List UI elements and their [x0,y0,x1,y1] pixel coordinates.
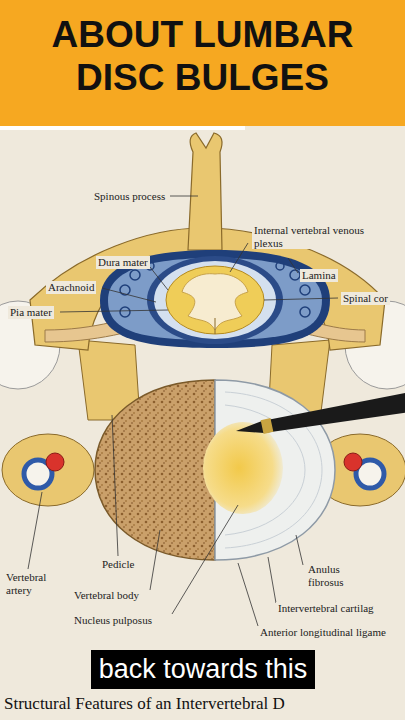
leader-line [264,298,338,300]
leader-line [230,243,248,272]
leader-line [102,288,156,302]
part-label: Arachnoid [46,281,96,294]
part-label: Pia mater [8,306,54,319]
leader-line [268,557,276,603]
nucleus-pulposus [203,422,283,514]
part-label: Nucleus pulposus [72,614,154,627]
dura-sac [147,256,283,344]
part-label: Spinal cor [341,292,390,305]
subtitle-text: back towards this [99,654,308,685]
part-label: Internal vertebral venous plexus [252,224,378,249]
part-label: Lamina [300,269,338,282]
leader-line [172,505,238,614]
median-fissure [215,318,216,334]
part-label: Dura mater [96,256,150,269]
part-label: Anulus fibrosus [306,563,372,588]
title: ABOUT LUMBAR DISC BULGES [20,14,385,99]
leader-line [170,196,198,197]
spinal-cord [166,266,264,334]
part-label: Pedicle [100,558,136,571]
leader-line [296,535,303,565]
pen-ring [261,418,274,434]
pen [236,392,405,433]
part-label: Vertebral artery [4,571,70,596]
leader-line [150,530,160,590]
part-label: Anterior longitudinal ligame [258,626,388,639]
part-label: Spinous process [92,190,167,203]
leader-line [238,563,258,626]
transverse-process [2,434,94,506]
caption: Structural Features of an Intervertebral… [4,694,285,714]
part-label: Vertebral body [72,589,141,602]
leader-line [60,310,168,312]
subtitle-box: back towards this [91,650,316,689]
leader-line [288,258,298,273]
title-banner [0,0,405,126]
part-label: Intervertebral cartilag [276,602,376,615]
spinous-process [188,133,222,250]
vertebral-artery [46,453,64,471]
arachnoid [154,261,276,339]
leader-line [150,267,168,290]
vertebral-artery [344,453,362,471]
banner-rule [0,126,245,130]
vertebral-body [95,380,215,560]
leader-line [112,415,118,556]
leader-lines [28,196,338,626]
leader-line [28,492,42,569]
